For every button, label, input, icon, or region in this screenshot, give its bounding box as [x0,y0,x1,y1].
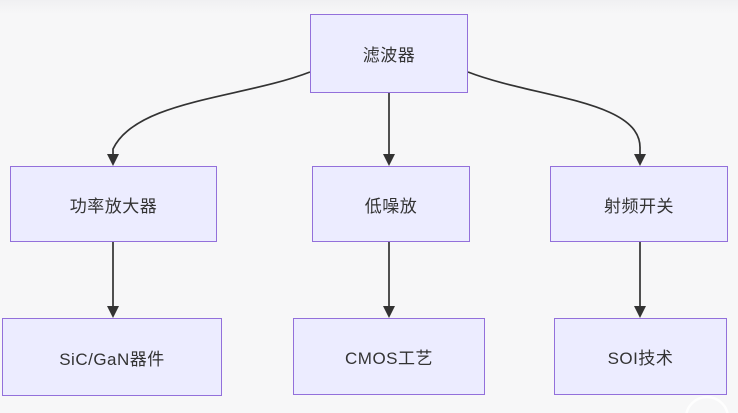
node-soi-technology-label: SOI技术 [607,349,674,368]
watermark-circle [685,395,729,413]
node-rf-switch: 射频开关 [550,166,728,242]
arrowhead-soi [634,306,646,318]
arrowhead-power-amplifier [107,154,119,166]
edge-filter-to-power-amplifier [112,71,311,156]
arrowhead-rf-switch [634,154,646,166]
node-power-amplifier: 功率放大器 [10,166,217,242]
node-sic-gan-device-label: SiC/GaN器件 [59,349,165,369]
node-lna: 低噪放 [312,166,470,242]
node-rf-switch-label: 射频开关 [604,196,674,216]
node-lna-label: 低噪放 [364,196,418,216]
node-power-amplifier-label: 功率放大器 [69,196,158,216]
node-sic-gan-device: SiC/GaN器件 [2,318,222,396]
arrowhead-sic-gan [107,306,119,318]
edge-filter-to-rf-switch [467,71,641,156]
node-cmos-process-label: CMOS工艺 [345,349,433,368]
arrowhead-lna [383,154,395,166]
node-cmos-process: CMOS工艺 [293,318,485,395]
arrowhead-cmos [383,306,395,318]
node-filter: 滤波器 [310,14,468,93]
node-soi-technology: SOI技术 [554,318,727,395]
node-filter-label: 滤波器 [362,46,416,65]
